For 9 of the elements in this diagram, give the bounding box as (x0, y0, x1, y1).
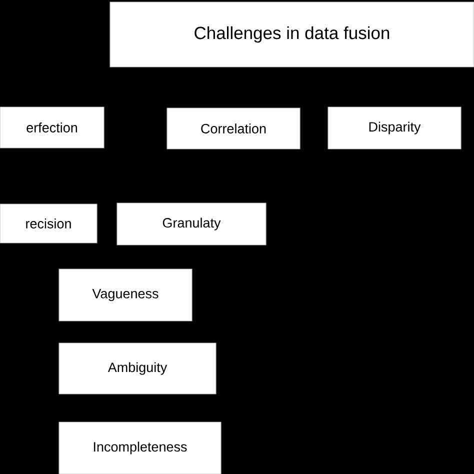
title-box: Challenges in data fusion (110, 2, 474, 68)
category-box: Ambiguity (58, 342, 216, 394)
category-box: erfection (0, 106, 104, 148)
category-box: recision (0, 204, 98, 244)
category-box: Incompleteness (58, 422, 222, 474)
category-box: Disparity (328, 106, 462, 150)
category-box: Correlation (166, 108, 300, 150)
category-box: Granulaty (116, 202, 266, 246)
category-box: Vagueness (58, 268, 192, 322)
